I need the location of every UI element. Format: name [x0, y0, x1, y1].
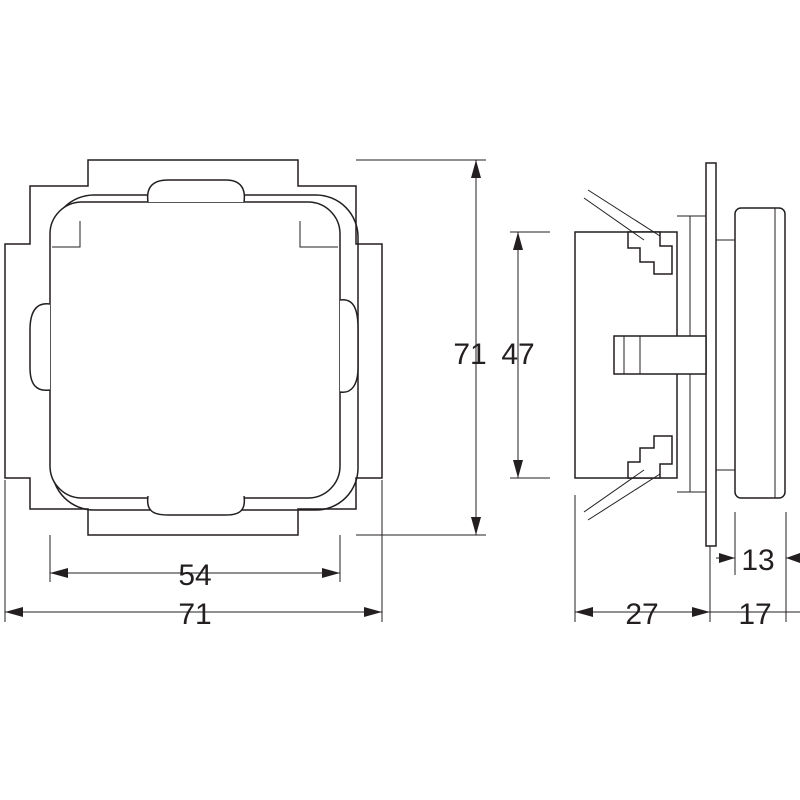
label-13: 13: [741, 544, 774, 577]
dim-front-height: [356, 159, 486, 536]
label-17: 17: [738, 598, 771, 631]
mounting-plate: [705, 162, 717, 547]
label-47: 47: [501, 338, 534, 371]
label-71-height: 71: [453, 338, 486, 371]
dim-front-outer-width: [4, 480, 383, 622]
bottom-tab: [146, 495, 246, 516]
label-71-width: 71: [178, 598, 211, 631]
cover-frame-outline: [4, 159, 383, 536]
centre-shaft: [613, 335, 707, 375]
corner-triangle-tr: [299, 221, 338, 248]
dim-front-inner-width: [49, 535, 341, 582]
top-tab: [146, 179, 246, 203]
terminal-lower: [627, 435, 673, 479]
dim-side-rocker-depth: [716, 512, 800, 575]
right-tab: [339, 299, 359, 393]
label-54: 54: [178, 559, 211, 592]
dim-side-depth-back: [574, 495, 711, 622]
left-tab: [29, 303, 51, 392]
front-view: [4, 159, 383, 536]
terminal-upper: [627, 231, 673, 275]
dim-side-height: [510, 231, 550, 479]
dim-side-depth-front: [710, 575, 800, 622]
rocker-plate: [49, 201, 341, 499]
corner-triangle-tl: [52, 221, 81, 248]
side-view: [574, 162, 786, 547]
rocker-block: [734, 207, 786, 499]
label-27: 27: [625, 598, 658, 631]
